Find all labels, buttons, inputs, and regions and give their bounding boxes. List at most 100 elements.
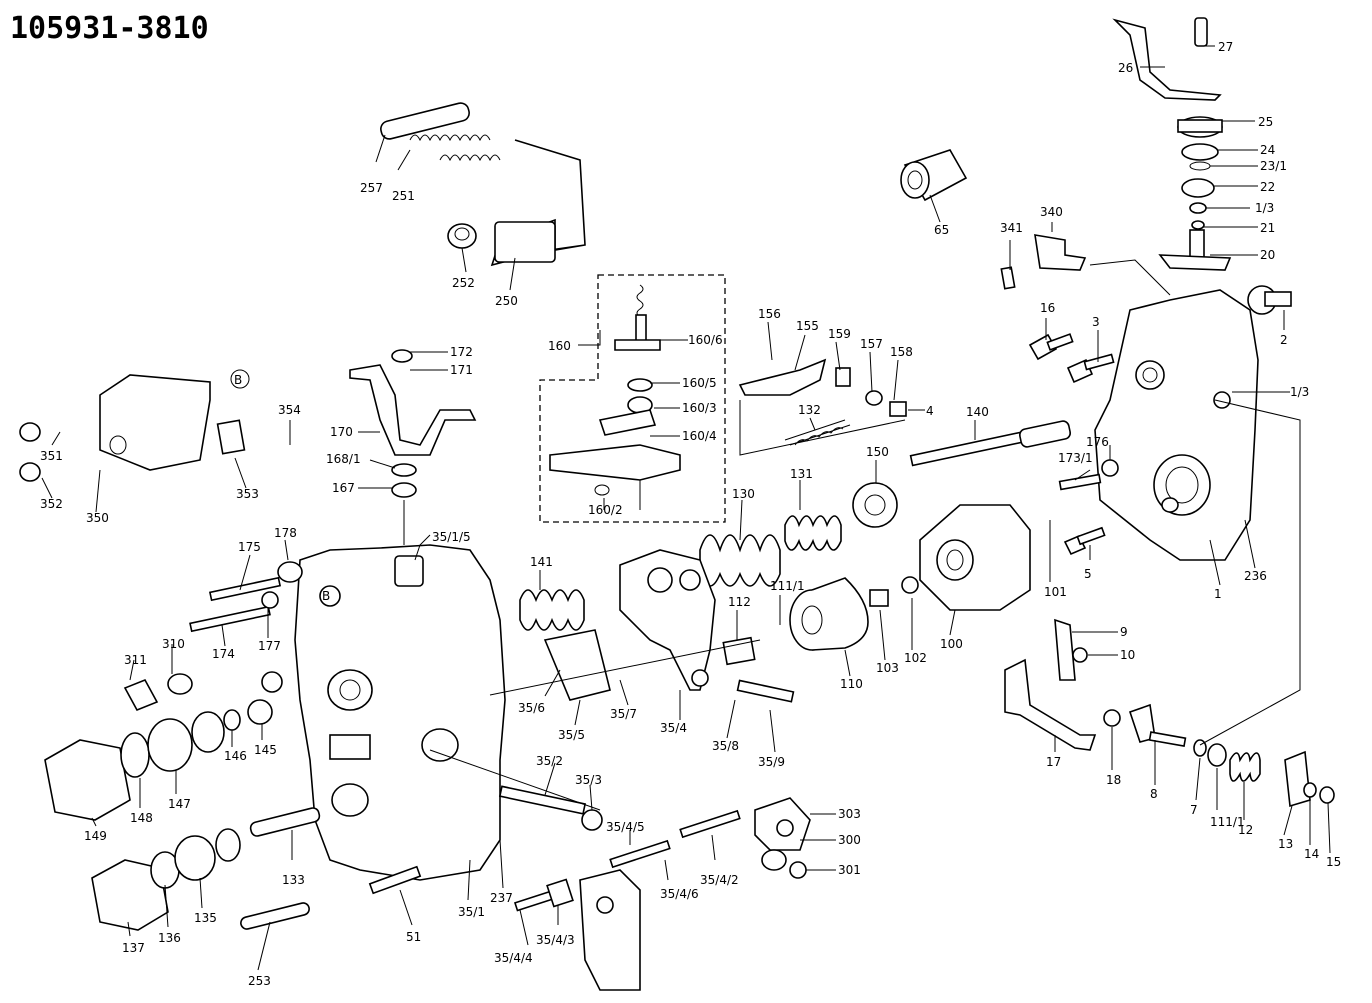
label-173-1: 173/1 (1058, 451, 1093, 465)
nut-stack-149-drawing (44, 699, 273, 821)
lever-155-drawing (738, 358, 907, 446)
label-15: 15 (1326, 855, 1341, 869)
label-65: 65 (934, 223, 949, 237)
label-160: 160 (548, 339, 571, 353)
label-137: 137 (122, 941, 145, 955)
label-10: 10 (1120, 648, 1135, 662)
housing-350-drawing (19, 374, 246, 482)
plate-340-drawing (1000, 234, 1087, 290)
label-7: 7 (1190, 803, 1198, 817)
bolts-right-drawing (1028, 285, 1292, 556)
label-35-1-5: 35/1/5 (432, 530, 471, 544)
label-35-7: 35/7 (610, 707, 637, 721)
label-13: 13 (1278, 837, 1293, 851)
label-20: 20 (1260, 248, 1275, 262)
label-100: 100 (940, 637, 963, 651)
label-35-2: 35/2 (536, 754, 563, 768)
label-160-2: 160/2 (588, 503, 623, 517)
label-160-3: 160/3 (682, 401, 717, 415)
label-1: 1 (1214, 587, 1222, 601)
top-bracket-26-drawing (1112, 17, 1222, 101)
leader-lines (41, 45, 1331, 971)
housing-cover-1-drawing (1094, 289, 1259, 561)
label-130: 130 (732, 487, 755, 501)
label-23-1: 23/1 (1260, 159, 1287, 173)
label-300: 300 (838, 833, 861, 847)
label-146: 146 (224, 749, 247, 763)
label-1-3-top: 1/3 (1255, 201, 1274, 215)
studs-drawing (240, 807, 422, 930)
label-354: 354 (278, 403, 301, 417)
label-257: 257 (360, 181, 383, 195)
cap-300-drawing (754, 797, 811, 879)
label-351: 351 (40, 449, 63, 463)
lever-17-drawing (1004, 618, 1187, 751)
label-3: 3 (1092, 315, 1100, 329)
part-labels: 257 251 252 250 65 27 26 25 24 23/1 22 1… (40, 40, 1341, 988)
label-27: 27 (1218, 40, 1233, 54)
label-352: 352 (40, 497, 63, 511)
label-155: 155 (796, 319, 819, 333)
label-172: 172 (450, 345, 473, 359)
label-160-4: 160/4 (682, 429, 717, 443)
label-237: 237 (490, 891, 513, 905)
label-111-1-mid: 111/1 (770, 579, 805, 593)
label-25: 25 (1258, 115, 1273, 129)
label-21: 21 (1260, 221, 1275, 235)
bolts-left-drawing (123, 561, 303, 712)
label-176: 176 (1086, 435, 1109, 449)
label-35-3: 35/3 (575, 773, 602, 787)
label-17: 17 (1046, 755, 1061, 769)
label-102: 102 (904, 651, 927, 665)
label-250: 250 (495, 294, 518, 308)
label-160-5: 160/5 (682, 376, 717, 390)
label-150: 150 (866, 445, 889, 459)
label-170: 170 (330, 425, 353, 439)
label-156: 156 (758, 307, 781, 321)
label-141: 141 (530, 555, 553, 569)
label-147: 147 (168, 797, 191, 811)
springs-drawing (519, 482, 898, 631)
label-353: 353 (236, 487, 259, 501)
label-35-4-5: 35/4/5 (606, 820, 645, 834)
lever-plate-35-4-drawing (543, 549, 795, 703)
label-35-4-2: 35/4/2 (700, 873, 739, 887)
label-101: 101 (1044, 585, 1067, 599)
lever-assembly-160-drawing (539, 274, 726, 523)
label-18: 18 (1106, 773, 1121, 787)
label-140: 140 (966, 405, 989, 419)
label-175: 175 (238, 540, 261, 554)
label-311: 311 (124, 653, 147, 667)
label-35-4-6: 35/4/6 (660, 887, 699, 901)
label-177: 177 (258, 639, 281, 653)
label-168-1: 168/1 (326, 452, 361, 466)
label-135: 135 (194, 911, 217, 925)
label-133: 133 (282, 873, 305, 887)
shaft-140-drawing (909, 420, 1072, 467)
label-158: 158 (890, 345, 913, 359)
label-253: 253 (248, 974, 271, 988)
label-251: 251 (392, 189, 415, 203)
flyweight-100-drawing (919, 504, 1031, 611)
cap-nut-65-drawing (900, 149, 968, 202)
label-9: 9 (1120, 625, 1128, 639)
label-145: 145 (254, 743, 277, 757)
label-26: 26 (1118, 61, 1133, 75)
label-22: 22 (1260, 180, 1275, 194)
label-132: 132 (798, 403, 821, 417)
lever-170-drawing (349, 349, 477, 498)
drawing-number: 105931-3810 (10, 11, 209, 46)
label-35-1: 35/1 (458, 905, 485, 919)
label-2: 2 (1280, 333, 1288, 347)
label-341: 341 (1000, 221, 1023, 235)
pump-housing-drawing: B (294, 544, 506, 881)
label-236: 236 (1244, 569, 1267, 583)
label-35-4-3: 35/4/3 (536, 933, 575, 947)
callout-b-on-housing: B (322, 589, 330, 603)
label-149: 149 (84, 829, 107, 843)
part-drawings: B (19, 17, 1335, 991)
connection-lines (403, 259, 1301, 811)
label-35-9: 35/9 (758, 755, 785, 769)
pin-35-2-drawing (498, 785, 741, 991)
